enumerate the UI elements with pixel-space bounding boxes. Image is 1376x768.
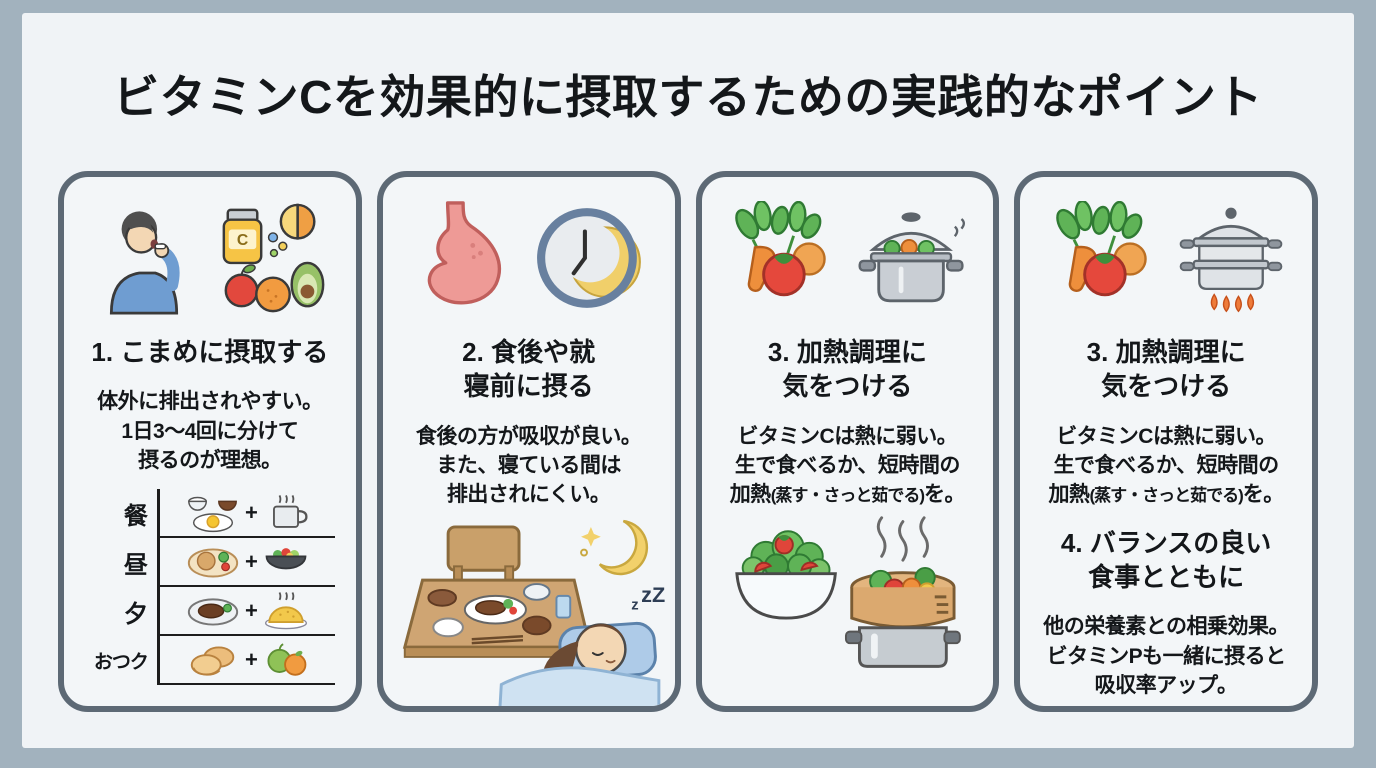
cards-row: C 1. こまめに摂取する 体外に排出され [58, 171, 1318, 712]
page-title: ビタミンCを効果的に摂取するための実践的なポイント [113, 71, 1263, 123]
lunch-plate-icon [187, 548, 239, 578]
card3-body: ビタミンCは熱に弱い。生で食べるか、短時間の加熱(蒸す・さっと茹でる)を。 [729, 424, 966, 507]
breakfast-set-icon [188, 496, 237, 533]
meal-cells: + [156, 636, 335, 686]
card4-heading-heating: 3. 加熱調理に 気をつける [1086, 337, 1246, 402]
hot-drink-icon [272, 494, 308, 528]
meal-row-breakfast: 餐 + [85, 489, 335, 539]
clock-moon-icon [536, 208, 641, 308]
plus-sign: + [244, 548, 258, 574]
card4-body-heating: ビタミンCは熱に弱い。生で食べるか、短時間の加熱(蒸す・さっと茹でる)を。 [1048, 424, 1284, 507]
cookies-icon [190, 646, 235, 676]
meal-cells: + [156, 587, 335, 637]
card-after-meals: 2. 食後や就 寝前に摂る 食後の方が吸収が良い。 また、寝ている間は 排出され… [376, 171, 681, 712]
meal-cells: + [156, 538, 335, 588]
cooking-pot-icon [858, 212, 966, 303]
card-heating-and-balanced-diet: 3. 加熱調理に 気をつける ビタミンCは熱に弱い。生で食べるか、短時間の加熱(… [1014, 171, 1318, 712]
svg-text:C: C [237, 232, 248, 249]
card-careful-heating: 3. 加熱調理に 気をつける ビタミンCは熱に弱い。生で食べるか、短時間の加熱(… [695, 171, 1000, 712]
meal-label: おつク [93, 652, 149, 674]
card1-icon-row: C [88, 197, 332, 321]
meal-row-lunch: 昼 + [85, 538, 335, 588]
steamed-rice-icon [264, 592, 307, 630]
card4-heading-balance: 4. バランスの良い 食事とともに [1060, 527, 1272, 593]
person-taking-pill-icon [109, 211, 180, 315]
card3-icon-row [724, 197, 970, 321]
card3-heading: 3. 加熱調理に 気をつける [767, 337, 927, 402]
steamer-pot-flames-icon [1179, 207, 1283, 313]
card2-icon-row [412, 197, 646, 321]
card2-heading: 2. 食後や就 寝前に摂る [462, 337, 596, 402]
salad-bowl-and-steamer-illustration [734, 516, 961, 668]
card4-body-balance: 他の栄養素との相乗効果。 ビタミンPも一緒に摂ると 吸収率アップ。 [1043, 615, 1290, 698]
plus-sign: + [244, 597, 258, 623]
card4-icon-row [1045, 197, 1287, 321]
vegetables-icon [1056, 201, 1147, 297]
meal-label: 夕 [123, 601, 148, 629]
meal-schedule-table: 餐 + [85, 489, 335, 686]
meal-label: 昼 [123, 552, 148, 580]
svg-text:z: z [631, 597, 638, 613]
stomach-icon [427, 201, 501, 305]
card-frequent-intake: C 1. こまめに摂取する 体外に排出され [58, 171, 362, 712]
card1-body: 体外に排出されやすい。 1日3〜4回に分けて 摂るのが理想。 [97, 390, 323, 473]
meal-cells: + [156, 489, 335, 539]
dinner-plate-icon [187, 598, 239, 626]
plus-sign: + [244, 646, 258, 672]
infographic-panel: ビタミンCを効果的に摂取するための実践的なポイント [22, 13, 1354, 748]
vitamin-c-supplements-icon: C [222, 203, 325, 313]
svg-text:zZ: zZ [641, 582, 665, 607]
meal-row-snack: おつク + [85, 636, 335, 686]
vegetables-icon [735, 201, 827, 297]
dinner-table-and-sleeping-person-illustration: z zZ [402, 519, 665, 706]
card2-body: 食後の方が吸収が良い。 また、寝ている間は 排出されにくい。 [415, 424, 642, 507]
plus-sign: + [244, 499, 258, 525]
salad-bowl-small-icon [265, 548, 307, 570]
meal-label: 餐 [123, 503, 148, 531]
card1-heading: 1. こまめに摂取する [91, 337, 329, 367]
fruits-icon [267, 643, 307, 676]
meal-row-dinner: 夕 + [85, 587, 335, 637]
